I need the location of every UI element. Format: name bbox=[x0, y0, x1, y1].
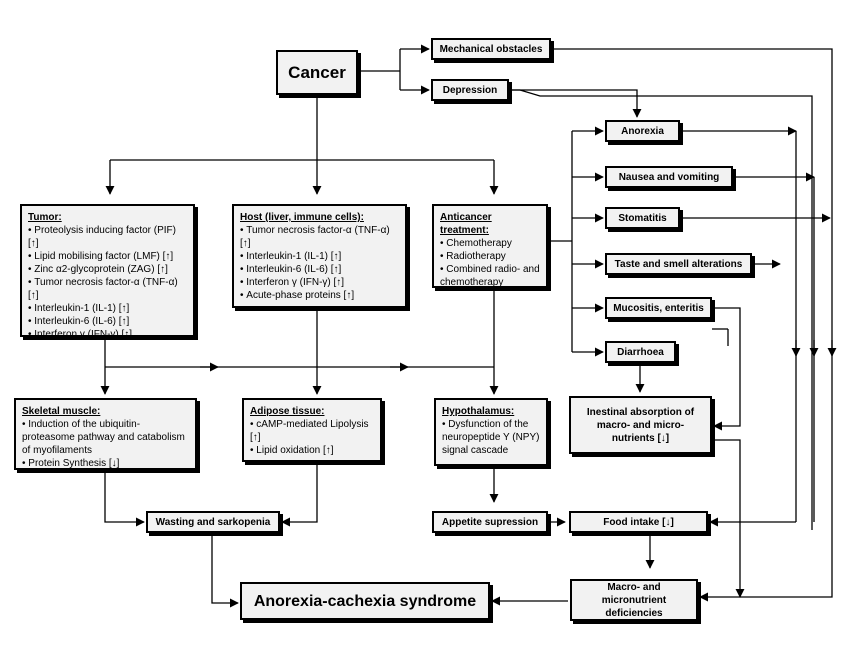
hypothalamus-item: Dysfunction of the neuropeptide Y (NPY) … bbox=[442, 418, 540, 457]
host-item: Acute-phase proteins [↑] bbox=[240, 289, 399, 302]
tumor-item: Interleukin-1 (IL-1) [↑] bbox=[28, 302, 187, 315]
tumor-item: Zinc α2-glycoprotein (ZAG) [↑] bbox=[28, 263, 187, 276]
node-mucositis: Mucositis, enteritis bbox=[605, 297, 712, 319]
cluster-tumor: Tumor: Proteolysis inducing factor (PIF)… bbox=[20, 204, 195, 340]
host-item: Interferon γ (IFN-γ) [↑] bbox=[240, 276, 399, 289]
node-depression: Depression bbox=[431, 79, 509, 101]
tumor-item: Interferon γ (IFN-γ) [↑] bbox=[28, 328, 187, 341]
tumor-item: Proteolysis inducing factor (PIF) [↑] bbox=[28, 224, 187, 250]
cluster-adipose-title: Adipose tissue: bbox=[250, 406, 325, 417]
treatment-item: Chemotherapy bbox=[440, 237, 540, 250]
host-item: Interleukin-6 (IL-6) [↑] bbox=[240, 263, 399, 276]
cluster-host-title: Host (liver, immune cells): bbox=[240, 212, 364, 223]
adipose-item: Lipid oxidation [↑] bbox=[250, 444, 374, 457]
cluster-muscle-title: Skeletal muscle: bbox=[22, 406, 101, 417]
cluster-tumor-title: Tumor: bbox=[28, 212, 62, 223]
muscle-item: Induction of the ubiquitin-proteasome pa… bbox=[22, 418, 189, 457]
muscle-item: Protein Synthesis [↓] bbox=[22, 457, 189, 470]
node-taste-smell: Taste and smell alterations bbox=[605, 253, 752, 275]
node-nausea-vomiting: Nausea and vomiting bbox=[605, 166, 733, 188]
cluster-adipose-tissue: Adipose tissue: cAMP-mediated Lipolysis … bbox=[242, 398, 382, 462]
tumor-item: Tumor necrosis factor-α (TNF-α) [↑] bbox=[28, 276, 187, 302]
node-diarrhoea: Diarrhoea bbox=[605, 341, 676, 363]
node-wasting-sarkopenia: Wasting and sarkopenia bbox=[146, 511, 280, 533]
tumor-item: Interleukin-6 (IL-6) [↑] bbox=[28, 315, 187, 328]
node-nutrient-deficiencies: Macro- and micronutrient deficiencies bbox=[570, 579, 698, 621]
adipose-item: cAMP-mediated Lipolysis [↑] bbox=[250, 418, 374, 444]
host-item: Interleukin-1 (IL-1) [↑] bbox=[240, 250, 399, 263]
cluster-host: Host (liver, immune cells): Tumor necros… bbox=[232, 204, 407, 308]
node-anorexia: Anorexia bbox=[605, 120, 680, 142]
node-food-intake: Food intake [↓] bbox=[569, 511, 708, 533]
cluster-hypothalamus: Hypothalamus: Dysfunction of the neurope… bbox=[434, 398, 548, 466]
treatment-item: Radiotherapy bbox=[440, 250, 540, 263]
treatment-item: Combined radio- and chemotherapy bbox=[440, 263, 540, 289]
tumor-item: Lipid mobilising factor (LMF) [↑] bbox=[28, 250, 187, 263]
node-cancer: Cancer bbox=[276, 50, 358, 95]
cluster-skeletal-muscle: Skeletal muscle: Induction of the ubiqui… bbox=[14, 398, 197, 470]
host-item: Tumor necrosis factor-α (TNF-α) [↑] bbox=[240, 224, 399, 250]
cluster-hypothalamus-title: Hypothalamus: bbox=[442, 406, 515, 417]
node-anorexia-cachexia-syndrome: Anorexia-cachexia syndrome bbox=[240, 582, 490, 620]
node-mechanical-obstacles: Mechanical obstacles bbox=[431, 38, 551, 60]
cluster-anticancer-treatment: Anticancer treatment: Chemotherapy Radio… bbox=[432, 204, 548, 288]
node-appetite-supression: Appetite supression bbox=[432, 511, 548, 533]
node-intestinal-absorption: Inestinal absorption of macro- and micro… bbox=[569, 396, 712, 454]
cluster-treatment-title: Anticancer treatment: bbox=[440, 212, 492, 236]
node-stomatitis: Stomatitis bbox=[605, 207, 680, 229]
